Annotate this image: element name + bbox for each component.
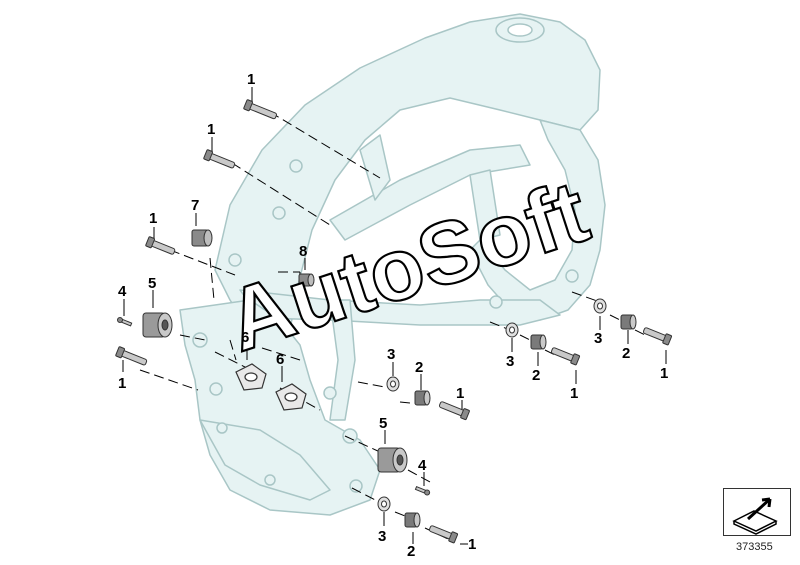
- bolt: [428, 525, 459, 544]
- motorcycle-frame: [179, 13, 606, 516]
- callout-labels: 1 1 1 4 5 1 7 8 6 6 3 2 1 5 4 3 2 1 3 2 …: [118, 71, 668, 560]
- callout-label: 1: [570, 385, 578, 402]
- callout-label: 1: [660, 365, 668, 382]
- callout-label: 1: [247, 71, 255, 88]
- bolt: [115, 99, 673, 544]
- callout-label: 8: [299, 243, 307, 260]
- exploded-view-arrow-icon: [723, 488, 791, 536]
- callout-label: 4: [118, 283, 127, 300]
- callout-label: 7: [191, 197, 199, 214]
- bolt: [550, 347, 581, 366]
- callout-label: 2: [415, 359, 423, 376]
- bolt: [642, 327, 673, 346]
- callout-label: 3: [378, 528, 386, 545]
- bolt: [203, 149, 236, 169]
- callout-label: 2: [622, 345, 630, 362]
- callout-label: 1: [118, 375, 126, 392]
- callout-label: 1: [456, 385, 464, 402]
- callout-label: 2: [532, 367, 540, 384]
- rubber-mount: [142, 312, 408, 473]
- nut: [298, 273, 315, 287]
- bolt: [243, 99, 277, 120]
- callout-label: 6: [241, 329, 249, 346]
- bolt: [115, 346, 148, 366]
- callout-label: 1: [468, 536, 476, 553]
- callout-label: 5: [148, 275, 156, 292]
- callout-label: 5: [379, 415, 387, 432]
- callout-label: 3: [506, 353, 514, 370]
- leader-lines: [122, 87, 667, 545]
- callout-label: 2: [407, 543, 415, 560]
- callout-label: 6: [276, 351, 284, 368]
- spacer: [404, 314, 637, 528]
- callout-label: 3: [387, 346, 395, 363]
- document-number: 373355: [736, 541, 773, 553]
- callout-label: 3: [594, 330, 602, 347]
- washer: [377, 298, 607, 512]
- plate: [235, 363, 307, 411]
- bolt: [145, 236, 176, 255]
- callout-label: 1: [207, 121, 215, 138]
- callout-label: 1: [149, 210, 157, 227]
- screw: [117, 317, 431, 496]
- bushing: [191, 229, 213, 247]
- callout-label: 4: [418, 457, 427, 474]
- bolt: [438, 401, 470, 421]
